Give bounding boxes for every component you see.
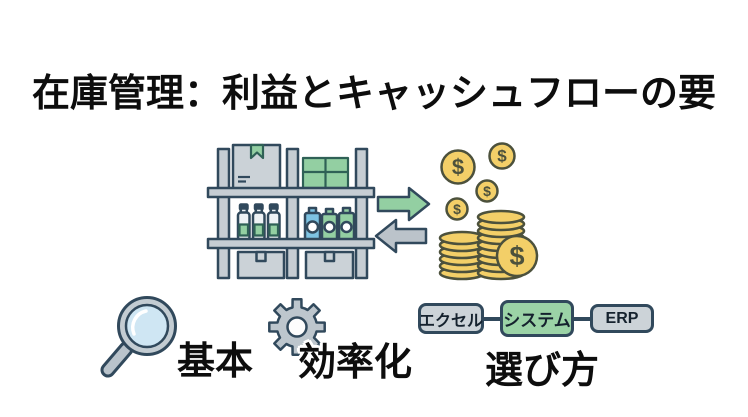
dollar-coin: $ [475,179,499,203]
flow-connector [574,316,590,321]
dollar-coin: $ [488,142,516,170]
dollar-coin: $ [445,197,469,221]
magnifier-icon [100,296,177,378]
green-crates-icon [301,156,350,190]
gear-icon [268,298,326,356]
right-green-arrow-icon [376,186,431,222]
dollar-sign: $ [453,201,461,217]
dollar-sign: $ [452,155,464,180]
dollar-sign: $ [509,241,524,271]
dollar-sign: $ [497,147,507,166]
inventory-cashflow-illustration: $ $ $ $ $ [206,142,539,281]
dollar-coin: $ [495,234,539,278]
flow-step-system: システム [500,300,574,337]
flow-step-excel: エクセル [418,303,484,334]
warehouse-shelf-icon [206,143,376,280]
bottles-icon [236,203,281,242]
cartons-icon [303,206,356,242]
coin-stack-short [438,230,486,281]
topic-label-selection: 選び方 [484,350,599,392]
topic-label-basics: 基本 [177,341,254,383]
flow-step-erp: ERP [590,304,654,333]
page-title: 在庫管理：利益とキャッシュフローの要 [31,73,716,115]
coins-icon: $ $ $ $ $ [438,142,539,281]
dollar-sign: $ [483,183,491,199]
left-gray-arrow-icon [374,218,428,254]
system-selection-flow: エクセル システム ERP [418,300,654,337]
dollar-coin: $ [440,149,476,185]
flow-connector [484,316,500,321]
topic-label-efficiency: 効率化 [298,342,413,384]
